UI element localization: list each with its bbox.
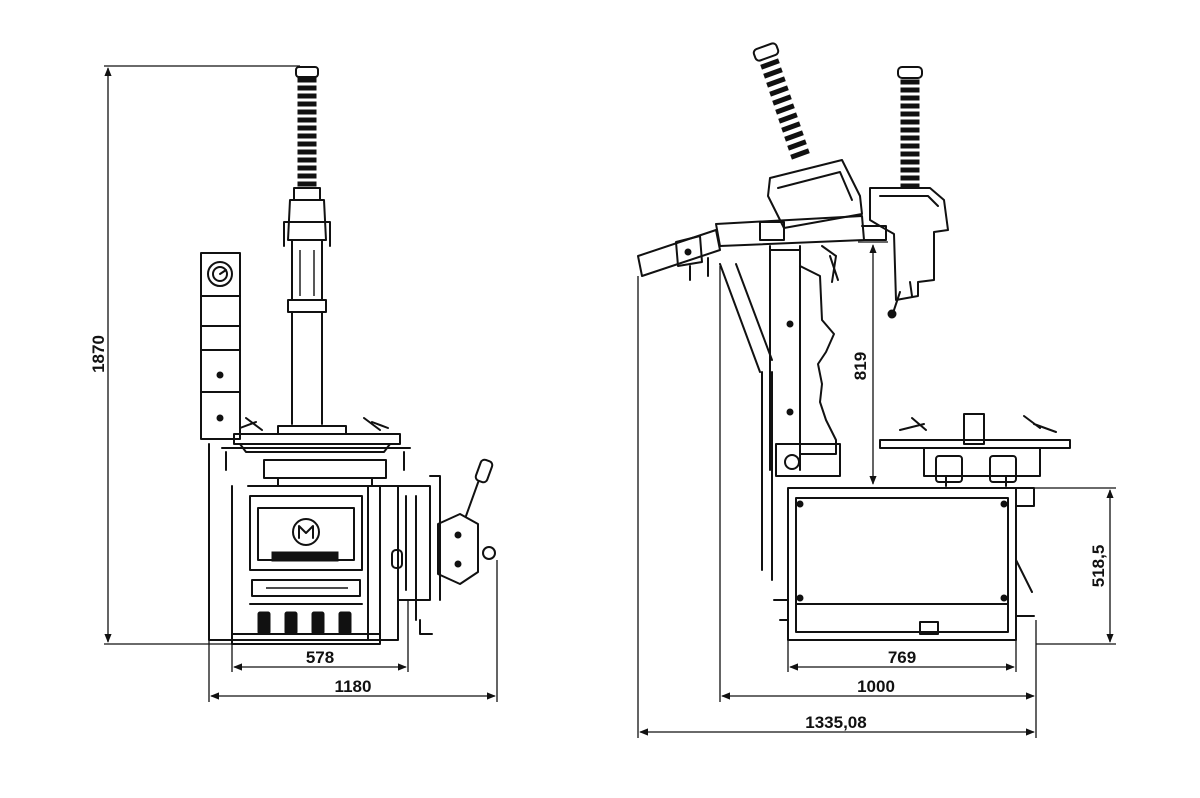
front-side-lever — [391, 458, 496, 635]
front-height-dimension: 1870 — [89, 65, 300, 645]
side-overall-depth-dimension: 1335,08 — [637, 276, 1037, 738]
side-cabinet — [773, 487, 1035, 641]
front-turntable — [221, 417, 411, 487]
side-cabinet-height-dimension: 518,5 — [1016, 487, 1116, 645]
front-cabinet — [208, 443, 399, 645]
side-cabinet-width-dimension: 769 — [787, 640, 1017, 672]
side-column-height-dimension: 819 — [851, 241, 888, 485]
front-assist-arm — [283, 66, 331, 425]
front-control-panel — [200, 252, 241, 440]
side-turntable — [879, 413, 1071, 487]
dim-label-518-5: 518,5 — [1089, 545, 1108, 588]
front-overall-width-dimension: 1180 — [208, 560, 498, 702]
dim-label-819: 819 — [851, 352, 870, 380]
side-vertical-arm — [869, 66, 949, 319]
dim-label-1000: 1000 — [857, 677, 895, 696]
dim-label-578: 578 — [306, 648, 334, 667]
front-base-width-dimension: 578 — [231, 600, 409, 672]
side-depth-dimension: 1000 — [719, 266, 1037, 702]
side-view: 819 518,5 769 1000 1335,08 — [637, 42, 1116, 738]
dim-label-769: 769 — [888, 648, 916, 667]
side-column — [719, 245, 841, 581]
side-horizontal-beams — [637, 215, 887, 281]
dim-label-1335-08: 1335,08 — [805, 713, 866, 732]
dim-label-1180: 1180 — [335, 677, 372, 696]
front-view: 1870 578 1180 — [89, 65, 498, 702]
dim-label-1870: 1870 — [89, 335, 108, 373]
side-tilted-arm — [752, 42, 863, 229]
